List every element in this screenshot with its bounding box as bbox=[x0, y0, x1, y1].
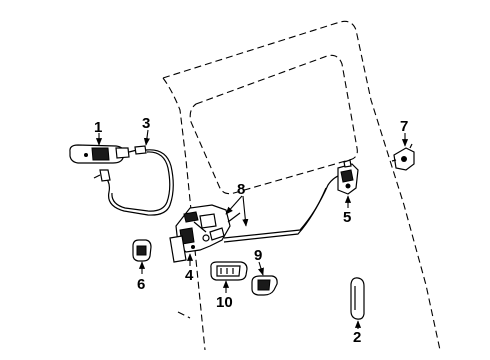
callout-3: 3 bbox=[142, 115, 150, 132]
callout-2: 2 bbox=[353, 329, 361, 346]
callout-6: 6 bbox=[137, 276, 145, 293]
callout-5: 5 bbox=[343, 209, 351, 226]
callout-9: 9 bbox=[254, 247, 262, 264]
rear-latch-bracket bbox=[391, 143, 415, 171]
door-pull-handle bbox=[350, 277, 365, 320]
inside-handle-bezel bbox=[251, 275, 278, 296]
callout-10: 10 bbox=[216, 294, 233, 311]
inside-door-handle bbox=[210, 261, 248, 281]
callout-1: 1 bbox=[94, 119, 102, 136]
callout-7: 7 bbox=[400, 118, 408, 135]
outside-door-handle bbox=[69, 144, 130, 164]
rear-lock bbox=[337, 159, 359, 195]
leader-lines bbox=[95, 129, 409, 329]
door-lock-assembly bbox=[169, 204, 231, 263]
door-outline bbox=[162, 20, 441, 351]
callout-8: 8 bbox=[237, 181, 245, 198]
control-cable bbox=[93, 145, 174, 216]
callout-4: 4 bbox=[185, 267, 194, 284]
lock-knob bbox=[132, 239, 152, 262]
